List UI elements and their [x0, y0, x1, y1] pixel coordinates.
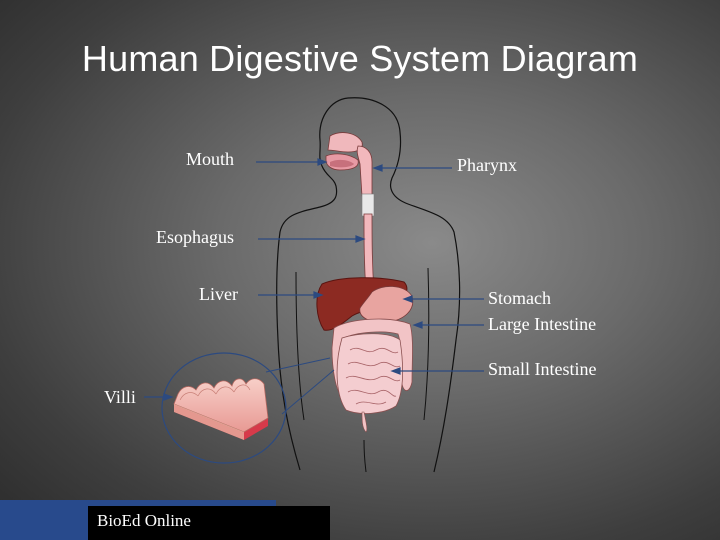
- small-intestine-organ: [336, 333, 404, 414]
- villi-magnifier-circle: [161, 352, 287, 464]
- villi-zoom-line-top: [265, 357, 331, 373]
- footer-box: [88, 506, 330, 540]
- villi-illustration: [173, 378, 269, 440]
- page-title: Human Digestive System Diagram: [81, 38, 639, 79]
- label-large-intestine: Large Intestine: [488, 314, 597, 334]
- label-stomach: Stomach: [488, 288, 551, 308]
- trachea: [361, 193, 375, 217]
- rectum: [361, 411, 368, 433]
- leader-lines: [144, 158, 484, 401]
- body-outline-right: [347, 97, 461, 473]
- label-esophagus: Esophagus: [156, 227, 234, 247]
- label-villi: Villi: [104, 387, 136, 407]
- label-liver: Liver: [199, 284, 238, 304]
- torso-inner-left: [295, 271, 305, 421]
- label-pharynx: Pharynx: [457, 155, 517, 175]
- label-small-intestine: Small Intestine: [488, 359, 597, 379]
- pharynx-organ: [356, 145, 373, 197]
- torso-inner-right: [423, 267, 430, 421]
- villi-zoom-line-bottom: [281, 369, 335, 415]
- tongue: [330, 159, 354, 168]
- small-intestine-coils: [345, 347, 401, 405]
- footer-source: BioEd Online: [97, 511, 191, 530]
- body-outline: [276, 97, 349, 471]
- label-mouth: Mouth: [186, 149, 235, 169]
- leg-line: [363, 439, 367, 473]
